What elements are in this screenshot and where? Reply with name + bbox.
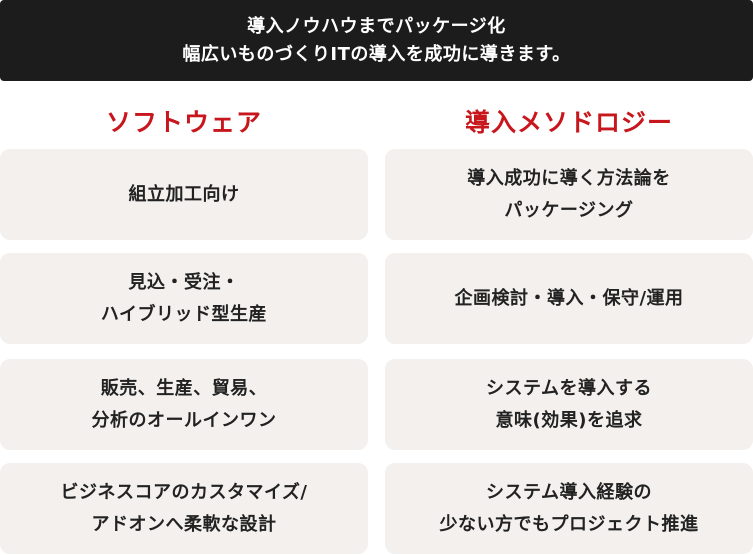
card-line-1: 導入成功に導く方法論を xyxy=(467,167,671,189)
card-line-1: 見込・受注・ xyxy=(128,271,240,293)
software-heading: ソフトウェア xyxy=(105,108,262,137)
card-line-2: 分析のオールインワン xyxy=(91,409,277,431)
methodology-heading: 導入メソドロジー xyxy=(464,108,673,137)
card-line-1: システムを導入する xyxy=(486,377,652,399)
banner-line-2: 幅広いものづくりITの導入を成功に導きます。 xyxy=(182,43,571,65)
card-line-2: ハイブリッド型生産 xyxy=(100,303,268,325)
methodology-card-lifecycle: 企画検討・導入・保守/運用 xyxy=(385,253,753,344)
card-line-1: ビジネスコアのカスタマイズ/ xyxy=(60,481,308,503)
card-line-2: アドオンへ柔軟な設計 xyxy=(91,513,277,535)
card-line-1: システム導入経験の xyxy=(486,481,652,503)
banner-line-1: 導入ノウハウまでパッケージ化 xyxy=(247,15,506,37)
card-line-1: 組立加工向け xyxy=(128,183,240,205)
software-card-assembly: 組立加工向け xyxy=(0,149,368,240)
card-line-2: 少ない方でもプロジェクト推進 xyxy=(439,513,699,535)
software-card-all-in-one: 販売、生産、貿易、 分析のオールインワン xyxy=(0,359,368,450)
software-card-production-types: 見込・受注・ ハイブリッド型生産 xyxy=(0,253,368,344)
software-card-customize: ビジネスコアのカスタマイズ/ アドオンへ柔軟な設計 xyxy=(0,463,368,554)
card-line-2: パッケージング xyxy=(504,199,634,221)
card-line-2: 意味(効果)を追求 xyxy=(495,409,643,431)
methodology-card-project-drive: システム導入経験の 少ない方でもプロジェクト推進 xyxy=(385,463,753,554)
card-line-1: 販売、生産、貿易、 xyxy=(100,377,268,399)
methodology-card-packaging: 導入成功に導く方法論を パッケージング xyxy=(385,149,753,240)
methodology-card-effect: システムを導入する 意味(効果)を追求 xyxy=(385,359,753,450)
card-line-1: 企画検討・導入・保守/運用 xyxy=(454,287,684,309)
intro-banner: 導入ノウハウまでパッケージ化 幅広いものづくりITの導入を成功に導きます。 xyxy=(0,0,753,81)
